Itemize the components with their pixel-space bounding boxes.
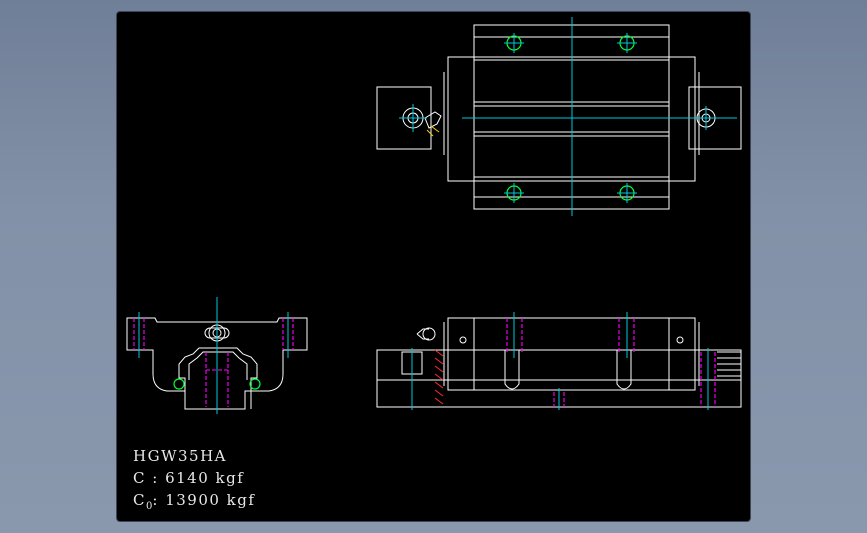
spec-block: HGW35HA C : 6140 kgf C0: 13900 kgf	[133, 445, 255, 518]
dynamic-load-value: 6140 kgf	[165, 469, 245, 487]
rail-profile	[178, 347, 258, 409]
end-cap-side	[447, 317, 696, 391]
grease-nipple-side	[422, 327, 436, 341]
static-load-subscript: 0	[145, 501, 153, 512]
rail-left-stub	[376, 86, 432, 150]
side-view-centerlines	[411, 312, 709, 410]
end-view-hidden	[133, 318, 294, 407]
dynamic-load-label: C	[133, 469, 146, 487]
static-load-value: 13900 kgf	[165, 491, 256, 509]
model-name: HGW35HA	[133, 447, 227, 465]
block-profile	[126, 317, 308, 410]
seal-screw-icon	[676, 336, 684, 344]
cad-viewport[interactable]: HGW35HA C : 6140 kgf C0: 13900 kgf	[117, 12, 750, 521]
side-view-hidden	[506, 318, 716, 407]
linear-guide-drawing	[126, 17, 742, 414]
end-view-centerlines	[138, 297, 289, 414]
top-view	[376, 24, 742, 210]
top-view-centerlines	[399, 17, 737, 216]
static-load-label: C	[133, 491, 146, 509]
ball-icon	[173, 378, 185, 390]
static-load-rating: C0: 13900 kgf	[133, 491, 256, 512]
dynamic-load-rating: C : 6140 kgf	[133, 469, 245, 487]
ball-icon	[249, 378, 261, 390]
end-view-balls	[173, 378, 261, 390]
side-view-hatch	[434, 349, 444, 405]
seal-screw-icon	[459, 336, 467, 344]
block-side	[473, 317, 670, 391]
